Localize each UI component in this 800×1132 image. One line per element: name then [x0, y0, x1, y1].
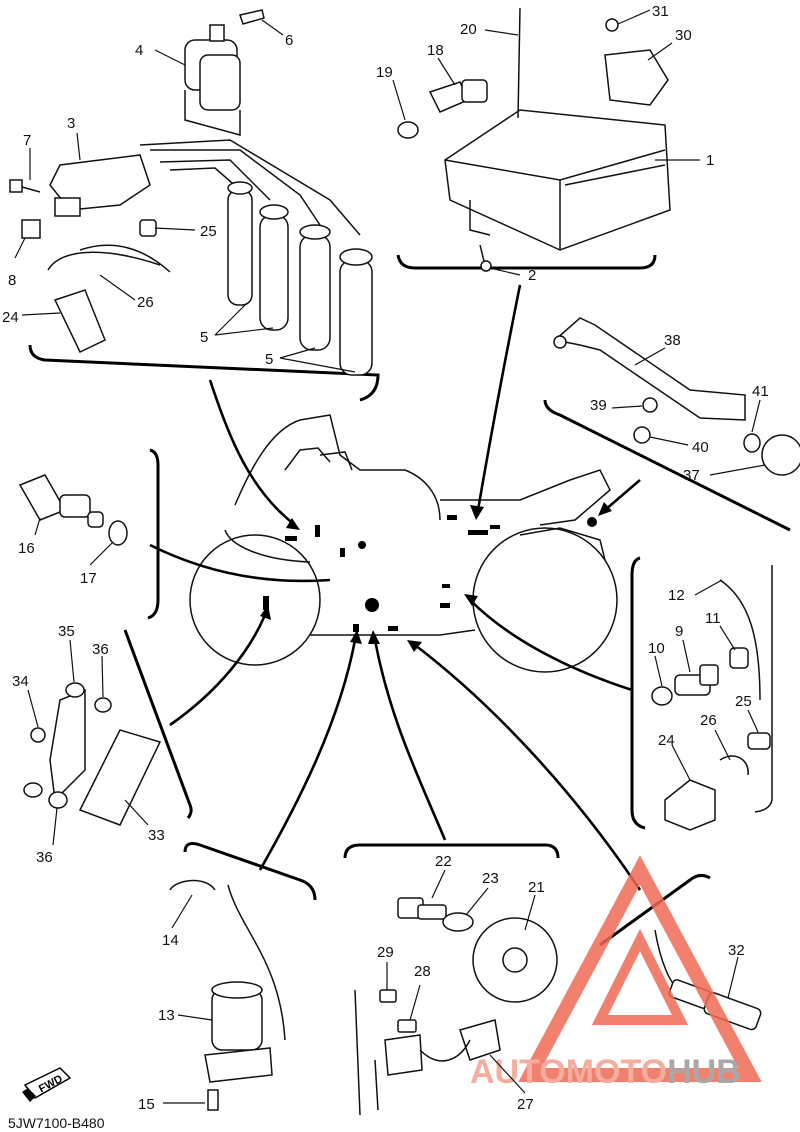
callout-4: 4	[135, 42, 143, 59]
callout-32: 32	[728, 942, 745, 959]
callout-26a: 26	[137, 294, 154, 311]
callout-34: 34	[12, 673, 29, 690]
callout-16: 16	[18, 540, 35, 557]
solenoid-group	[169, 879, 286, 1111]
callout-9: 9	[675, 623, 683, 640]
callout-1: 1	[706, 152, 714, 169]
callout-36a: 36	[92, 641, 109, 658]
ignition-coil-group	[9, 9, 373, 376]
diagram-code: 5JW7100-B480	[8, 1115, 105, 1131]
bracket-group	[553, 317, 800, 476]
callout-35: 35	[58, 623, 75, 640]
callout-17: 17	[80, 570, 97, 587]
callout-15: 15	[138, 1096, 155, 1113]
group-brackets	[28, 254, 791, 947]
callout-8: 8	[8, 272, 16, 289]
relay-bracket-group	[23, 682, 162, 826]
callout-19: 19	[376, 64, 393, 81]
callout-38: 38	[664, 332, 681, 349]
callout-39: 39	[590, 397, 607, 414]
callout-7: 7	[23, 132, 31, 149]
callout-11: 11	[705, 610, 721, 627]
callout-22: 22	[435, 853, 452, 870]
svg-text:AUTOMOTOHUB: AUTOMOTOHUB	[470, 1053, 741, 1091]
callout-36b: 36	[36, 849, 53, 866]
callout-25b: 25	[735, 693, 752, 710]
callout-41: 41	[752, 383, 769, 400]
callout-31: 31	[652, 3, 669, 20]
callouts: 1 2 3 4 5 5 6 7 8 9 10 11 12 13 14 15 16	[2, 3, 769, 1113]
callout-24a: 24	[2, 309, 19, 326]
motorcycle-silhouette	[189, 414, 618, 673]
callout-3: 3	[67, 115, 75, 132]
callout-20: 20	[460, 21, 477, 38]
sensor-16-group	[18, 474, 128, 546]
callout-14: 14	[162, 932, 179, 949]
callout-27: 27	[517, 1096, 534, 1113]
callout-13: 13	[158, 1007, 175, 1024]
callout-26b: 26	[700, 712, 717, 729]
watermark-suffix: HUB	[667, 1053, 741, 1091]
ecu-group	[397, 7, 671, 272]
callout-37: 37	[683, 467, 700, 484]
callout-21: 21	[528, 879, 545, 896]
callout-12: 12	[668, 587, 685, 604]
fwd-badge: FWD	[22, 1067, 72, 1102]
fwd-label: FWD	[37, 1073, 65, 1095]
callout-28: 28	[414, 963, 431, 980]
callout-25a: 25	[200, 223, 217, 240]
callout-5a: 5	[200, 329, 208, 346]
leader-arrows	[149, 284, 642, 891]
callout-10: 10	[648, 640, 665, 657]
callout-5b: 5	[265, 351, 273, 368]
callout-6: 6	[285, 32, 293, 49]
callout-33: 33	[148, 827, 165, 844]
callout-30: 30	[675, 27, 692, 44]
callout-40: 40	[692, 439, 709, 456]
callout-29: 29	[377, 944, 394, 961]
callout-23: 23	[482, 870, 499, 887]
callout-2: 2	[528, 267, 536, 284]
watermark-logo: AUTOMOTOHUB	[470, 855, 762, 1091]
sprocket-sensor-group	[354, 897, 558, 1116]
watermark-middle: MOTO	[566, 1053, 667, 1091]
callout-24b: 24	[658, 732, 675, 749]
sensor-9-group	[651, 565, 773, 831]
callout-18: 18	[427, 42, 444, 59]
